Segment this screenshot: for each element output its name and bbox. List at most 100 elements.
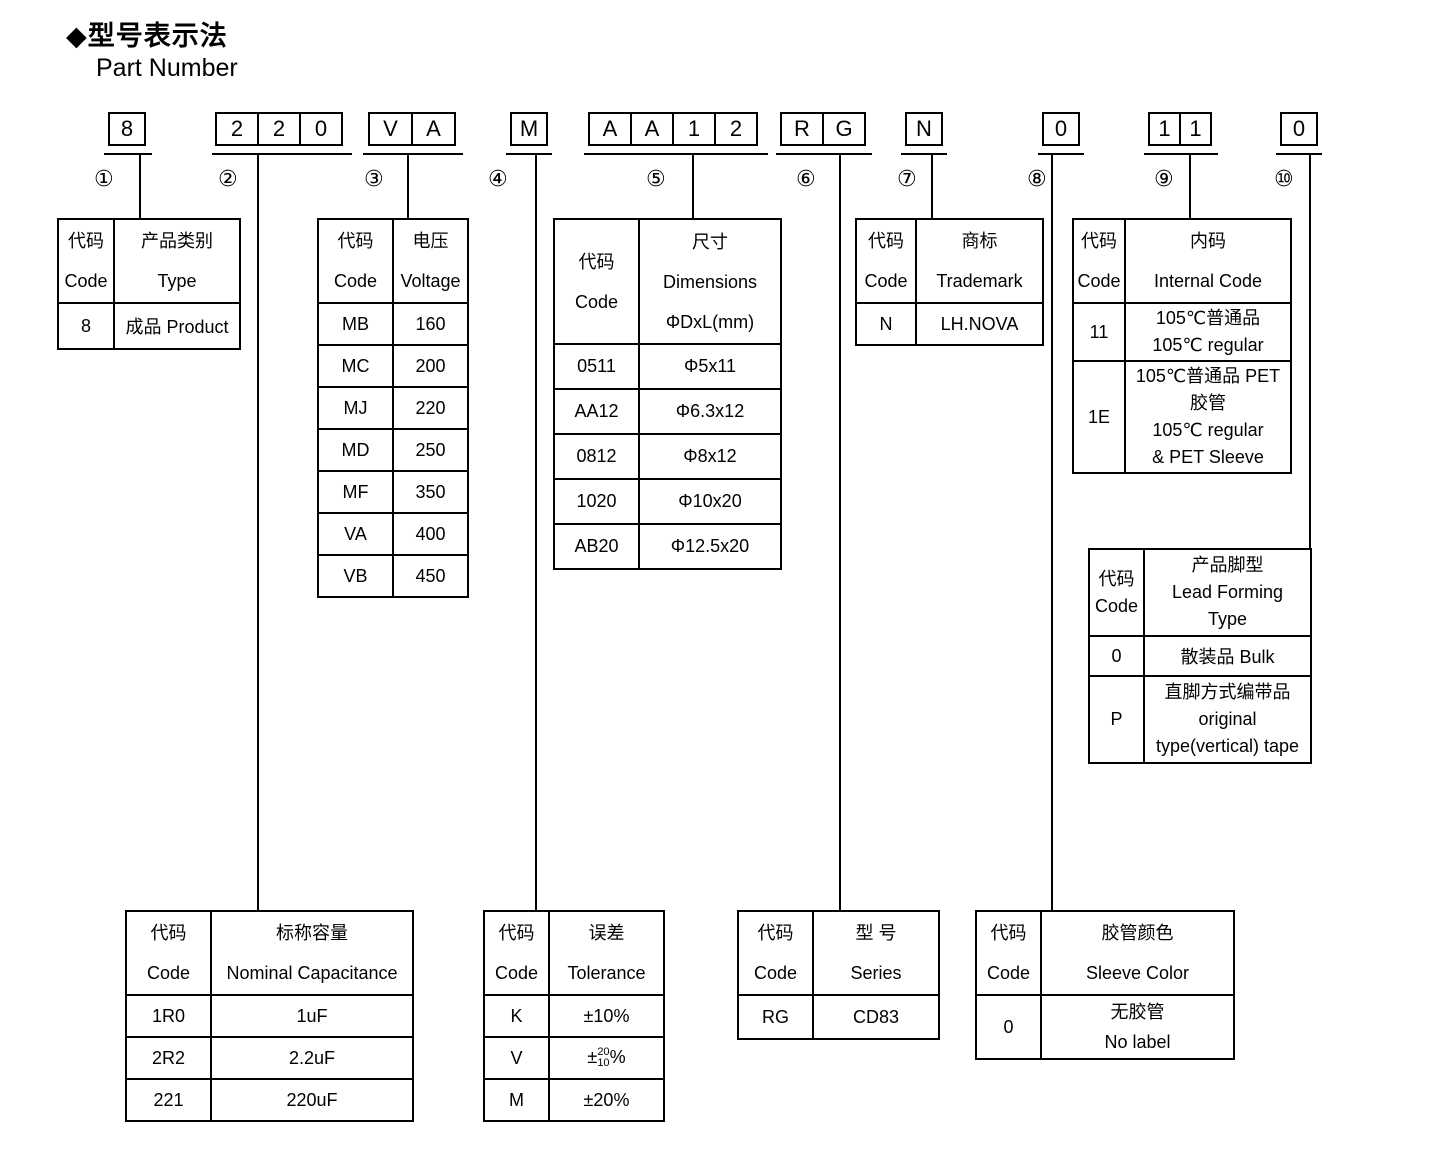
cell-code: MD	[317, 428, 394, 472]
cell-line: 无胶管	[1110, 1002, 1165, 1022]
header-value-en: Trademark	[936, 271, 1023, 291]
header-code-zh: 代码	[498, 923, 535, 943]
table-row: MC 200	[317, 344, 469, 388]
cell-code: P	[1088, 675, 1145, 764]
code-char: 1	[1179, 112, 1212, 146]
table-row: 1020 Φ10x20	[553, 478, 782, 525]
cell-value: 350	[392, 470, 469, 514]
cell-code: MB	[317, 302, 394, 346]
header-value-en: Dimensions	[662, 271, 758, 292]
table-row: 0 无胶管 No label	[975, 994, 1235, 1060]
cell-value: 1uF	[210, 994, 414, 1038]
header-value-zh: 内码	[1190, 231, 1226, 251]
cell-value: 220uF	[210, 1078, 414, 1122]
code-group-1: 8	[108, 112, 146, 146]
tolerance-sign: ±	[587, 1046, 598, 1067]
code-char: A	[630, 112, 674, 146]
header-value: 内码 Internal Code	[1124, 218, 1292, 304]
header-code-en: Code	[864, 271, 908, 291]
header-code-en: Code	[574, 291, 619, 312]
underline-5	[584, 153, 768, 155]
header-code: 代码 Code	[57, 218, 115, 304]
group-number-10: ⑩	[1274, 166, 1294, 191]
underline-10	[1276, 153, 1322, 155]
underline-9	[1144, 153, 1218, 155]
diamond-bullet-icon: ◆	[66, 21, 88, 51]
series-table: 代码 Code 型 号 Series RG CD83	[737, 910, 940, 1040]
code-group-6: R G	[780, 112, 866, 146]
code-char: 0	[1280, 112, 1318, 146]
cell-value: 450	[392, 554, 469, 598]
header-code: 代码 Code	[1088, 548, 1145, 637]
cell-line: 胶管	[1190, 393, 1226, 413]
cell-code: K	[483, 994, 550, 1038]
connector-5	[692, 155, 694, 218]
group-number-9: ⑨	[1154, 166, 1174, 191]
table-row: K ±10%	[483, 994, 665, 1038]
code-char: 1	[672, 112, 716, 146]
cell-value: Φ6.3x12	[638, 388, 782, 435]
cell-value: 160	[392, 302, 469, 346]
header-value-zh: 标称容量	[276, 923, 348, 943]
cell-value: 220	[392, 386, 469, 430]
header-row: 代码 Code 胶管颜色 Sleeve Color	[975, 910, 1235, 996]
cell-code: 1020	[553, 478, 640, 525]
cell-value: 250	[392, 428, 469, 472]
header-value-en: Nominal Capacitance	[226, 963, 398, 983]
table-row: 1R0 1uF	[125, 994, 414, 1038]
header-value-zh: 产品脚型	[1191, 555, 1264, 575]
cell-code: 2R2	[125, 1036, 212, 1080]
cell-code: 0	[975, 994, 1042, 1060]
header-code-zh: 代码	[150, 923, 187, 943]
cell-line: 直脚方式编带品	[1164, 682, 1291, 702]
cell-line: 105℃普通品 PET	[1135, 366, 1281, 386]
code-char: G	[822, 112, 866, 146]
cell-code: MJ	[317, 386, 394, 430]
underline-7	[901, 153, 947, 155]
connector-1	[139, 155, 141, 218]
header-code-en: Code	[753, 963, 798, 983]
code-char: A	[588, 112, 632, 146]
tolerance-percent: %	[609, 1046, 626, 1067]
header-code-zh: 代码	[68, 231, 104, 251]
cell-line: type(vertical) tape	[1155, 736, 1300, 756]
header-code-zh: 代码	[1098, 568, 1135, 589]
header-row: 代码 Code 产品类别 Type	[57, 218, 241, 304]
header-row: 代码 Code 商标 Trademark	[855, 218, 1044, 304]
header-code-en: Code	[146, 963, 191, 983]
header-code-en: Code	[64, 271, 108, 291]
header-value-en: Tolerance	[567, 963, 646, 983]
connector-10	[1309, 155, 1311, 548]
table-row: MD 250	[317, 428, 469, 472]
tolerance-upper: 20	[597, 1046, 610, 1059]
code-char: R	[780, 112, 824, 146]
header-code-en: Code	[986, 963, 1031, 983]
cell-value: 105℃普通品 PET 胶管 105℃ regular & PET Sleeve	[1124, 360, 1292, 474]
header-code-zh: 代码	[990, 923, 1027, 943]
header-code-en: Code	[1077, 271, 1121, 291]
header-value-zh: 胶管颜色	[1101, 923, 1174, 943]
connector-4	[535, 155, 537, 910]
header-code-zh: 代码	[868, 231, 904, 251]
cell-code: RG	[737, 994, 814, 1040]
cell-value: 2.2uF	[210, 1036, 414, 1080]
header-value-en: Voltage	[400, 271, 461, 291]
group-number-8: ⑧	[1027, 166, 1047, 191]
header-value-en2: Type	[1207, 609, 1248, 629]
header-row: 代码 Code 尺寸 Dimensions ΦDxL(mm)	[553, 218, 782, 345]
cell-value: 105℃普通品 105℃ regular	[1124, 302, 1292, 362]
cell-code: VA	[317, 512, 394, 556]
sleeve-color-table: 代码 Code 胶管颜色 Sleeve Color 0 无胶管 No label	[975, 910, 1235, 1060]
header-value: 产品类别 Type	[113, 218, 241, 304]
cell-code: 8	[57, 302, 115, 350]
table-row: 8 成品 Product	[57, 302, 241, 350]
header-value-zh: 电压	[412, 231, 449, 251]
code-char: N	[905, 112, 943, 146]
cell-value: Φ8x12	[638, 433, 782, 480]
table-row: VB 450	[317, 554, 469, 598]
cell-code: N	[855, 302, 917, 346]
cell-value: 400	[392, 512, 469, 556]
underline-4	[506, 153, 552, 155]
